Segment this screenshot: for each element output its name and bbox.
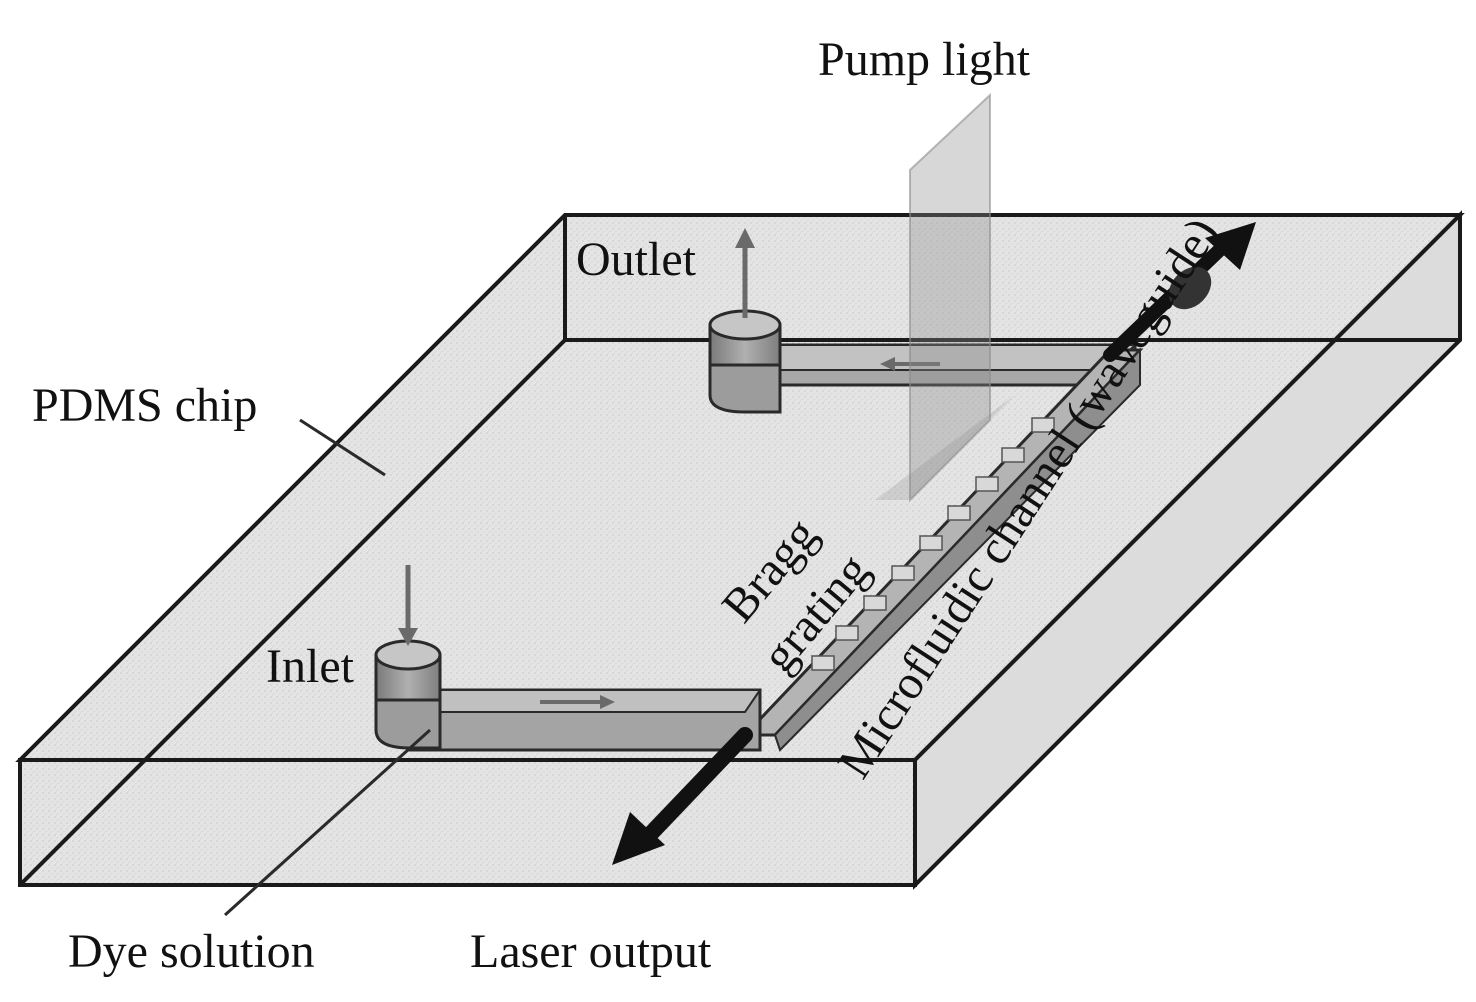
dye-leader-line <box>223 728 432 917</box>
inlet-port <box>374 565 442 750</box>
inlet-arrow-icon <box>398 628 418 646</box>
pump-light-label: Pump light <box>818 33 1031 86</box>
chip-front-face <box>18 758 917 887</box>
pdms-leader-line <box>299 418 386 477</box>
chip-inner-edge-left <box>18 338 567 887</box>
laser-beam-front <box>632 727 753 853</box>
inlet-label: Inlet <box>266 640 354 693</box>
channel-diagonal-side <box>773 347 1141 752</box>
flow-arrow-front-icon <box>540 695 615 709</box>
pdms-chip-label: PDMS chip <box>32 379 258 432</box>
laser-arrow-back-icon <box>1205 222 1256 270</box>
pump-light-sheet <box>875 92 1015 503</box>
outlet-label: Outlet <box>576 233 696 286</box>
laser-output-label: Laser output <box>470 925 712 978</box>
outlet-arrow-icon <box>735 228 755 248</box>
laser-arrow-front-icon <box>612 812 665 865</box>
dye-solution-label: Dye solution <box>68 925 315 978</box>
bragg-grating-teeth <box>811 417 1055 671</box>
laser-output-arrows <box>612 222 1256 865</box>
outlet-port <box>708 228 782 414</box>
